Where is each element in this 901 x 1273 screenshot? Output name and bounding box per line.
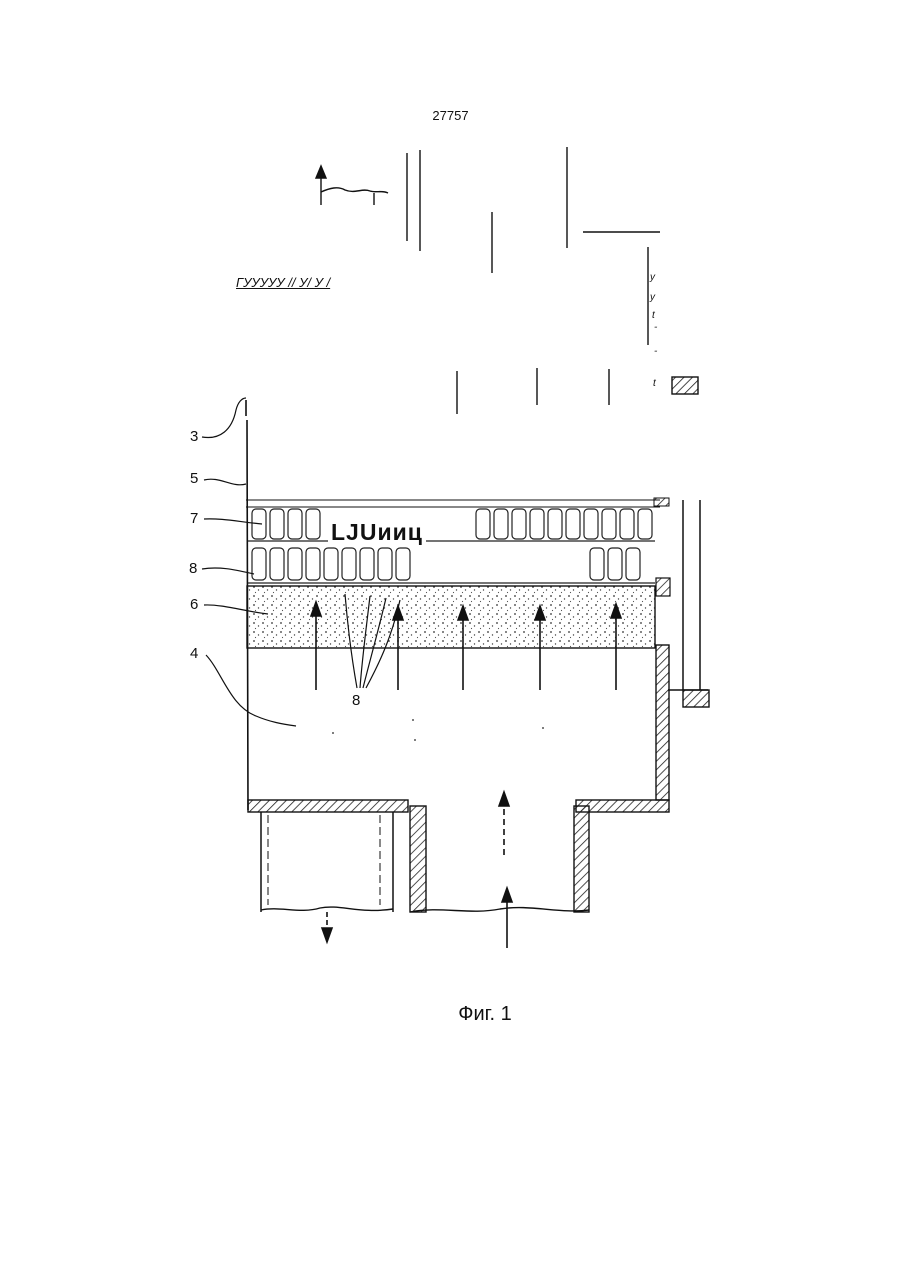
label-5: 5 xyxy=(190,470,198,487)
label-6: 6 xyxy=(190,596,198,613)
overlay-text: LJUииц xyxy=(328,519,426,546)
leader-lines xyxy=(202,398,400,726)
side-mark: - xyxy=(654,346,657,357)
specks xyxy=(332,719,544,741)
label-4: 4 xyxy=(190,645,198,662)
small-hatched-block xyxy=(672,377,698,394)
label-3: 3 xyxy=(190,428,198,445)
right-wall-cap xyxy=(656,578,670,596)
granular-layer xyxy=(247,586,655,648)
upper-fragment xyxy=(316,147,660,414)
side-mark: t xyxy=(652,310,655,321)
right-wall-top xyxy=(654,498,669,506)
side-hatched-block xyxy=(683,690,709,707)
label-8: 8 xyxy=(189,560,197,577)
figure-caption: Фиг. 1 xyxy=(0,1003,901,1026)
right-wall xyxy=(656,645,669,800)
side-channel xyxy=(668,500,708,690)
vessel-bottom xyxy=(248,800,669,912)
brick-row-8 xyxy=(248,548,655,583)
label-7: 7 xyxy=(190,510,198,527)
side-mark: - xyxy=(654,322,657,333)
side-mark: t xyxy=(653,378,656,389)
brick-row-7 xyxy=(248,509,655,541)
side-mark: y xyxy=(650,292,655,303)
label-8-bottom: 8 xyxy=(352,692,360,709)
side-mark: y xyxy=(650,272,655,283)
ocr-fragment: ГУУУУУ // У/ У / xyxy=(236,275,330,290)
